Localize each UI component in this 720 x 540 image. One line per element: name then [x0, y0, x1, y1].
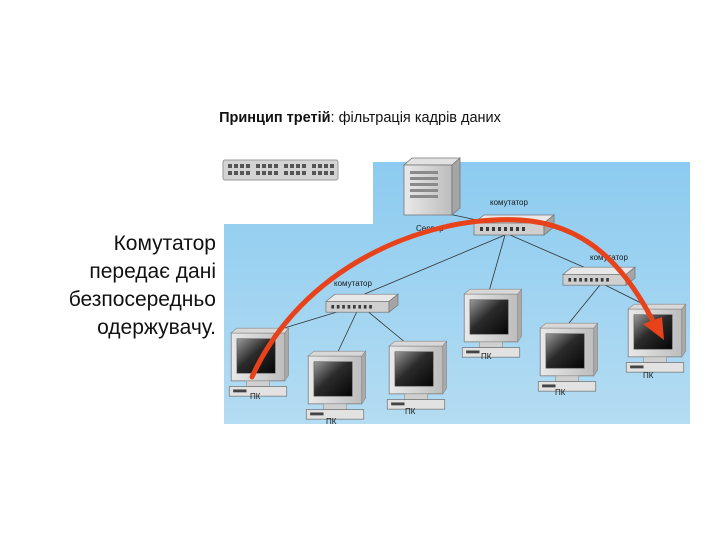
- arrow-head: [643, 317, 664, 340]
- label-pc-4: ПК: [481, 352, 492, 361]
- slide-title: Принцип третій: фільтрація кадрів даних: [0, 110, 720, 126]
- side-line-1: Комутатор: [113, 232, 216, 255]
- switch-left: [325, 293, 399, 313]
- side-line-4: одержувачу.: [97, 316, 216, 339]
- server: [402, 157, 462, 216]
- label-switch-top: комутатор: [490, 198, 529, 207]
- label-pc-1: ПК: [250, 392, 261, 401]
- label-pc-5: ПК: [555, 388, 566, 397]
- label-pc-6: ПК: [643, 371, 654, 380]
- side-line-2: передає дані: [89, 260, 216, 283]
- title-rest: : фільтрація кадрів даних: [330, 110, 501, 126]
- label-switch-left: комутатор: [334, 279, 373, 288]
- title-bold: Принцип третій: [219, 110, 331, 126]
- side-line-3: безпосередньо: [68, 288, 216, 311]
- side-caption: Комутатор передає дані безпосередньо оде…: [20, 230, 216, 342]
- rack-switch-image: [222, 159, 339, 181]
- label-pc-3: ПК: [405, 407, 416, 416]
- frame-path-arrow: [249, 217, 658, 380]
- label-pc-2: ПК: [326, 417, 337, 426]
